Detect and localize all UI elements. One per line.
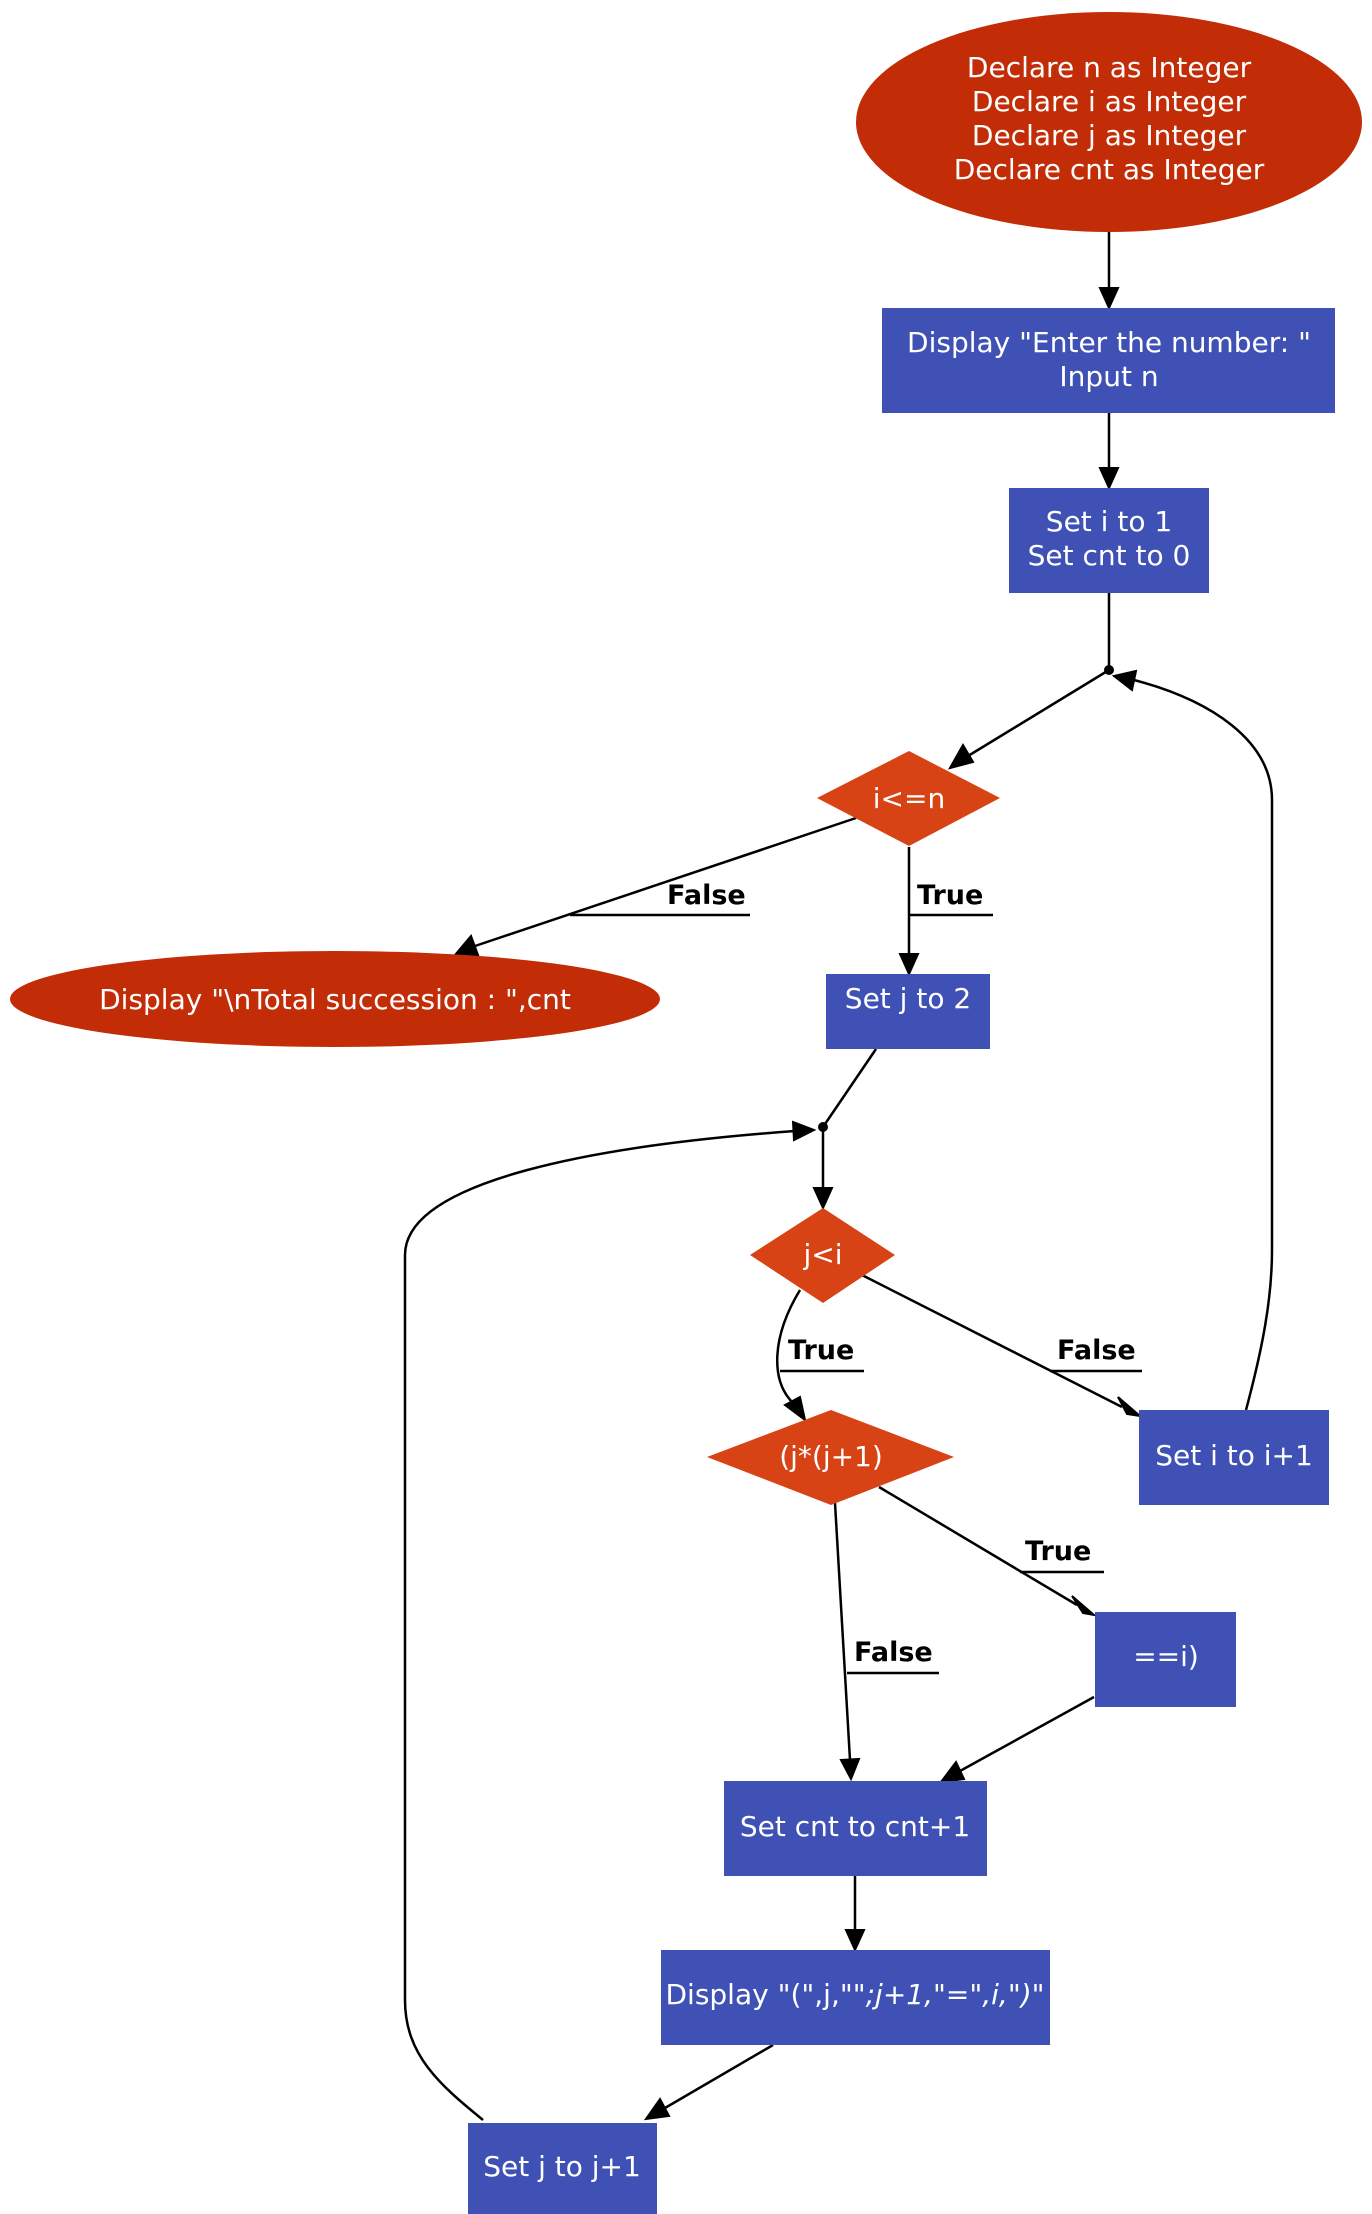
label-cond-j-false: False <box>1057 1335 1136 1366</box>
arrowhead-junction1 <box>1111 669 1138 692</box>
input-line-1: Display "Enter the number: " <box>907 326 1311 359</box>
inc-j-label: Set j to j+1 <box>483 2150 641 2183</box>
junction-outer-loop <box>1104 665 1114 675</box>
display-pair-part-1: Display "(",j,"" <box>665 1978 865 2011</box>
init-line-2: Set cnt to 0 <box>1028 539 1191 572</box>
inc-i-node: Set i to i+1 <box>1139 1410 1329 1505</box>
arrowhead-input <box>1098 287 1120 311</box>
inc-cnt-label: Set cnt to cnt+1 <box>740 1810 970 1843</box>
arrowhead-cond-prod <box>783 1395 807 1423</box>
label-cond-i-false: False <box>667 880 746 911</box>
cond-prod-diamond <box>707 1410 954 1505</box>
label-cond-prod-true: True <box>1025 1536 1091 1567</box>
edge-cond-prod-true <box>878 1485 1078 1607</box>
end-label: Display "\nTotal succession : ",cnt <box>99 983 571 1016</box>
edge-cond-j-true <box>776 1289 802 1404</box>
edge-set-j-to-junction <box>821 1048 878 1128</box>
arrowhead-inc-cnt-b <box>938 1760 966 1784</box>
arrowhead-cond-i <box>947 742 975 770</box>
edge-inc-j-loop <box>403 1129 796 2121</box>
display-pair-node: Display "(",j,"";j+1,"=",i,")" <box>661 1950 1050 2045</box>
init-node: Set i to 1 Set cnt to 0 <box>1009 488 1209 593</box>
edge-cond-j-false <box>859 1272 1123 1409</box>
input-node: Display "Enter the number: " Input n <box>882 308 1335 413</box>
edge-inc-i-loop <box>1133 678 1274 1411</box>
init-line-1: Set i to 1 <box>1046 505 1172 538</box>
cond-prod-node: (j*(j+1) <box>707 1410 954 1505</box>
cond-i-diamond <box>817 751 1000 846</box>
nodes: Declare n as Integer Declare i as Intege… <box>10 12 1362 2214</box>
arrowhead-inc-i <box>1117 1396 1144 1418</box>
set-j-box <box>826 974 990 1049</box>
eq-i-node: ==i) <box>1095 1612 1236 1707</box>
arrowhead-inc-cnt-a <box>839 1757 861 1782</box>
inc-j-node: Set j to j+1 <box>468 2123 657 2214</box>
edge-eq-i-to-inc-cnt <box>959 1695 1095 1773</box>
junction-inner-loop <box>818 1122 828 1132</box>
init-box <box>1009 488 1209 593</box>
label-cond-i-true: True <box>917 880 983 911</box>
edge-display-to-inc-j <box>664 2043 774 2110</box>
arrowhead-junction2 <box>791 1120 817 1142</box>
start-line-2: Declare i as Integer <box>972 85 1247 118</box>
end-node: Display "\nTotal succession : ",cnt <box>10 951 660 1047</box>
edge-junction-to-cond-i <box>967 668 1110 758</box>
display-pair-label: Display "(",j,"";j+1,"=",i,")" <box>665 1978 1044 2011</box>
start-ellipse <box>856 12 1362 232</box>
arrowhead-eq-i <box>1071 1595 1098 1617</box>
input-box <box>882 308 1335 413</box>
arrowhead-init <box>1098 467 1120 491</box>
inc-i-label: Set i to i+1 <box>1155 1439 1313 1472</box>
edge-cond-prod-false <box>833 1502 852 1761</box>
start-line-3: Declare j as Integer <box>972 119 1247 152</box>
inc-cnt-box <box>724 1781 987 1876</box>
display-pair-box <box>661 1950 1050 2045</box>
arrowhead-inc-j <box>643 2097 671 2121</box>
inc-cnt-node: Set cnt to cnt+1 <box>724 1781 987 1876</box>
edge-cond-i-false <box>474 816 857 948</box>
set-j-label: Set j to 2 <box>845 982 971 1015</box>
eq-i-box <box>1095 1612 1236 1707</box>
arrowhead-set-j <box>898 953 920 977</box>
start-line-4: Declare cnt as Integer <box>954 153 1265 186</box>
edge-labels: False True True False True False <box>570 880 1142 1675</box>
cond-j-diamond <box>750 1208 895 1303</box>
cond-j-node: j<i <box>750 1208 895 1303</box>
edges <box>403 232 1274 2121</box>
input-line-2: Input n <box>1059 360 1158 393</box>
arrowhead-display <box>844 1929 866 1953</box>
cond-prod-label: (j*(j+1) <box>779 1440 883 1473</box>
set-j-node: Set j to 2 <box>826 974 990 1049</box>
inc-j-box <box>468 2123 657 2214</box>
arrowhead-cond-j <box>812 1187 834 1211</box>
display-pair-part-2: ;j+1,"=",i,")" <box>866 1978 1045 2011</box>
cond-i-label: i<=n <box>873 782 945 815</box>
start-line-1: Declare n as Integer <box>967 51 1252 84</box>
inc-i-box <box>1139 1410 1329 1505</box>
arrowhead-end <box>452 934 480 956</box>
eq-i-label: ==i) <box>1133 1640 1199 1673</box>
label-cond-j-true: True <box>788 1335 854 1366</box>
label-cond-prod-false: False <box>854 1637 933 1668</box>
cond-i-node: i<=n <box>817 751 1000 846</box>
cond-j-label: j<i <box>802 1238 842 1271</box>
start-node: Declare n as Integer Declare i as Intege… <box>856 12 1362 232</box>
end-ellipse <box>10 951 660 1047</box>
